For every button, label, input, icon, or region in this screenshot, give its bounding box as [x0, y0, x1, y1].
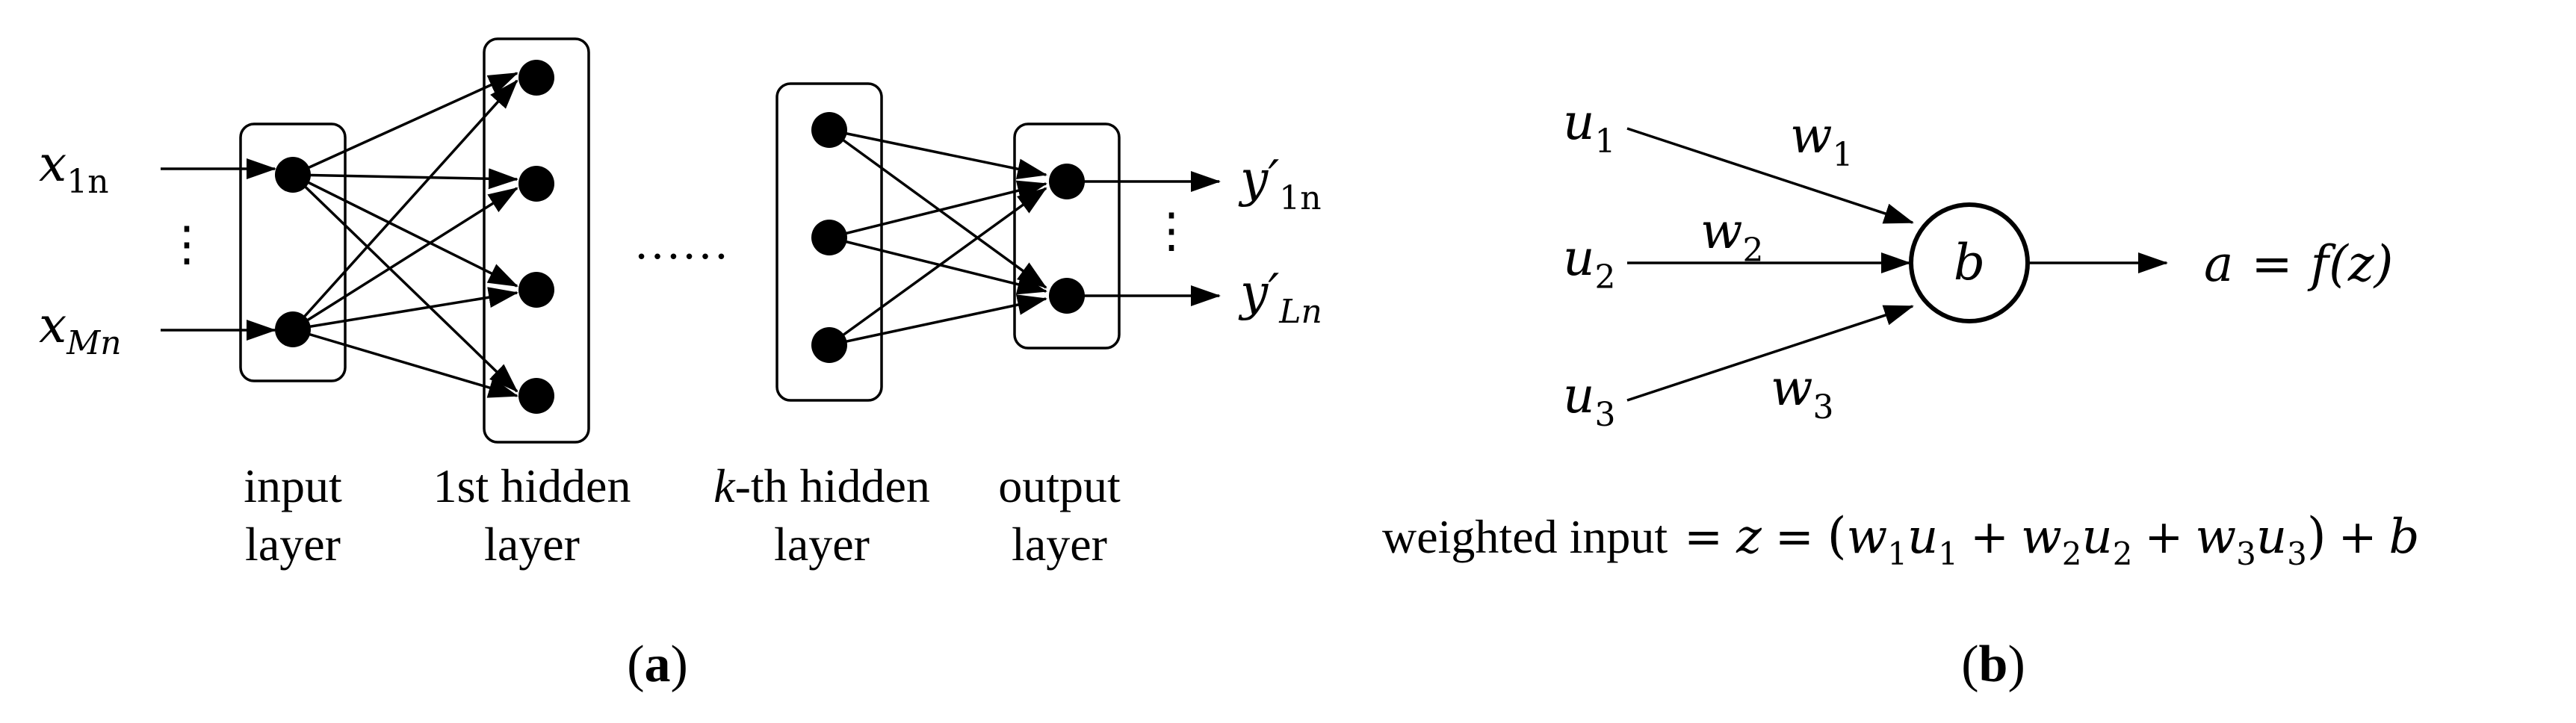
panel-a-caption: (a) [627, 636, 688, 693]
hiddenk-layer-label-line1: k-th hidden [713, 459, 930, 512]
output-label-y1n: y′1n [1238, 150, 1322, 217]
neuron [518, 166, 554, 202]
input-label-u3: u3 [1563, 367, 1616, 434]
input-label-x1n: x1n [39, 135, 109, 201]
output-layer-label-line2: layer [1012, 518, 1107, 571]
neuron [275, 157, 311, 193]
input-label-xMn: xMn [39, 297, 122, 362]
hiddenk-to-output-edges [828, 128, 1047, 347]
hiddenk-layer-box [775, 82, 883, 402]
input-layer-label-line1: input [244, 459, 342, 512]
output-layer-box [1013, 122, 1121, 350]
hidden1-layer-label-line1: 1st hidden [433, 459, 631, 512]
input-layer-label-line2: layer [245, 518, 341, 571]
input-label-u1: u1 [1563, 93, 1616, 161]
panel-b: b u1 u2 u3 w1 w2 w3 a=f(z) weighted inpu… [1382, 93, 2420, 693]
neuron [811, 327, 847, 363]
neuron [518, 378, 554, 414]
input-edges [161, 158, 276, 341]
weighted-input-formula: weighted input=z=(w1u1+w2u2+w3u3)+b [1382, 507, 2420, 572]
weight-label-w3: w3 [1771, 359, 1834, 426]
output-vdots: ⋮ [1148, 203, 1195, 258]
layer-labels: input layer 1st hidden layer k-th hidden… [244, 459, 1121, 571]
output-expression: a=f(z) [2204, 235, 2393, 293]
weight-label-w2: w2 [1700, 202, 1764, 270]
input-vdots: ⋮ [163, 217, 211, 272]
neuron [275, 311, 311, 347]
input-to-hidden1-edges [291, 72, 518, 398]
weight-label-w1: w1 [1790, 107, 1854, 174]
panel-a: x1n ⋮ xMn …… ⋮ y′1n y′Ln input layer 1st… [39, 37, 1322, 693]
hidden1-layer-nodes [518, 60, 554, 414]
neuron [518, 272, 554, 308]
hidden-layers-ellipsis: …… [634, 216, 729, 269]
hidden1-layer-label-line2: layer [484, 518, 580, 571]
input-label-u2: u2 [1563, 229, 1616, 297]
output-edges [1068, 171, 1221, 306]
output-layer-label-line1: output [998, 459, 1121, 512]
neuron [811, 220, 847, 255]
panel-b-caption: (b) [1961, 636, 2025, 693]
neuron [1049, 278, 1085, 314]
input-layer-nodes [275, 157, 311, 347]
neuron-input-edges [1626, 127, 1914, 402]
input-layer-box [239, 122, 347, 382]
neuron [811, 112, 847, 148]
bias-label: b [1954, 234, 1985, 291]
output-layer-nodes [1049, 164, 1085, 314]
neuron [1049, 164, 1085, 199]
output-label-yLn: y′Ln [1238, 264, 1322, 331]
hiddenk-layer-label-line2: layer [774, 518, 870, 571]
hiddenk-layer-nodes [811, 112, 847, 363]
neuron [518, 60, 554, 96]
hidden1-layer-box [483, 37, 590, 444]
